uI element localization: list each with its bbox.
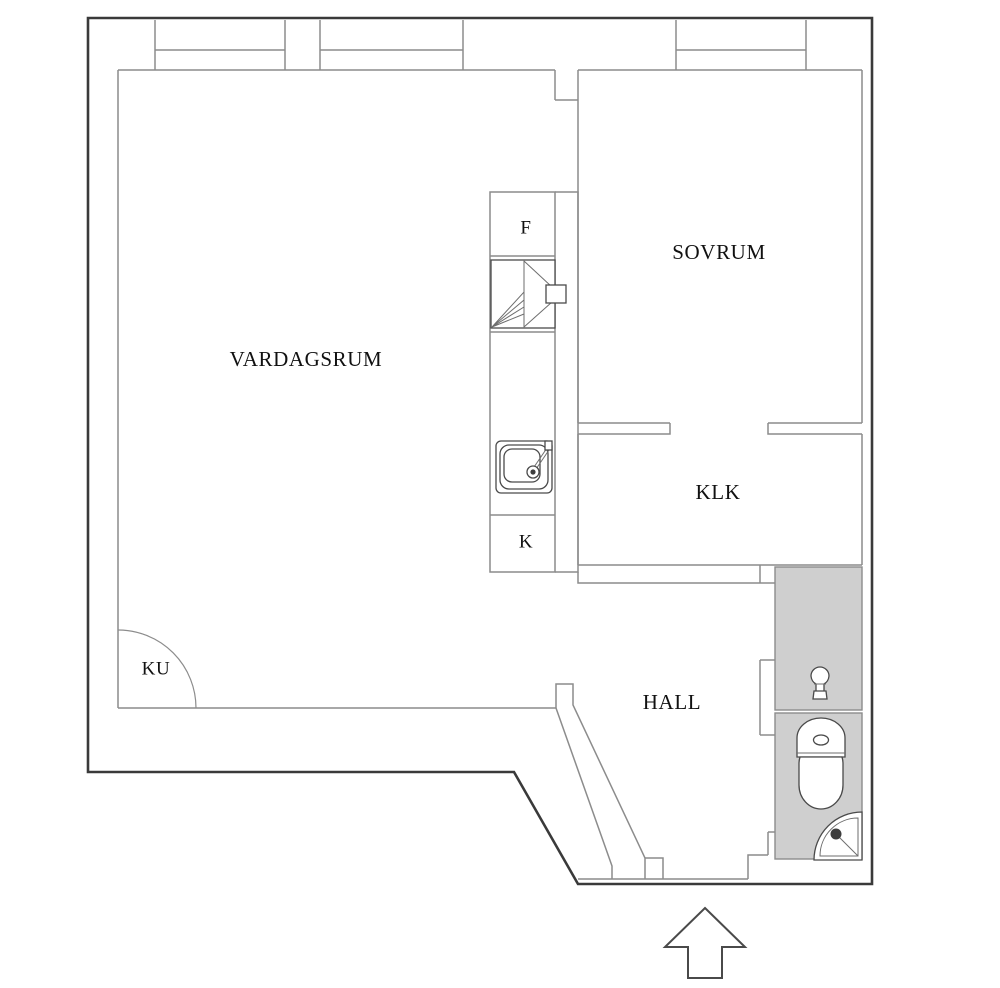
room-label-vardagsrum: VARDAGSRUM [230, 347, 383, 371]
shower-head [830, 828, 842, 840]
room-label-hall: HALL [643, 690, 701, 714]
wash-basin-icon [810, 666, 830, 700]
hall-west-angled-wall [555, 683, 646, 879]
bathroom-group [759, 566, 863, 861]
room-labels-group: VARDAGSRUM SOVRUM KLK HALL F K KU [142, 217, 765, 714]
toilet-bowl [798, 756, 844, 810]
entrance-arrow-icon [662, 906, 748, 979]
hall-north-wall [577, 572, 760, 584]
stove-hood-lower [523, 301, 553, 328]
outer-wall-outline [86, 16, 874, 886]
kitchen-column-group [489, 191, 579, 573]
sink-drain-hole [530, 469, 536, 475]
room-label-f: F [520, 217, 531, 238]
hall-walls [555, 565, 768, 880]
hall-entrance-jamb-right [747, 854, 768, 879]
toilet-flush-button [812, 734, 830, 746]
ku-closet-group [117, 629, 197, 709]
outer-walls-group [86, 16, 874, 886]
stove-burner-fan-1 [491, 290, 525, 328]
kitchen-sink-icon [495, 440, 553, 494]
sovrum-door-jamb-left [578, 423, 671, 435]
klk-walls [577, 434, 863, 566]
room-label-klk: KLK [696, 480, 741, 504]
ku-closet-arc [117, 629, 197, 709]
corner-shower-icon [813, 811, 863, 861]
basin-pedestal [812, 690, 828, 700]
stove-hob-icon [490, 259, 567, 329]
kitchen-partition-wall [555, 191, 579, 573]
shower-tray-inner [819, 817, 859, 857]
hall-entrance-jamb-left [645, 857, 664, 879]
entrance-arrow-shape [662, 906, 748, 979]
room-label-sovrum: SOVRUM [672, 240, 765, 264]
stove-control-box [545, 284, 567, 304]
room-label-k: K [519, 531, 533, 552]
sovrum-walls [577, 70, 863, 435]
stove-hood-upper [523, 260, 553, 288]
hall-west-angled-wall-inner [555, 707, 613, 879]
toilet-icon [796, 717, 846, 810]
sink-faucet-base [544, 440, 553, 451]
sovrum-door-jamb-right [767, 423, 862, 435]
vardagsrum-walls [117, 70, 579, 709]
room-label-ku: KU [142, 658, 171, 679]
top-window-band [118, 20, 862, 71]
stove-burner-fan-2 [491, 306, 525, 328]
